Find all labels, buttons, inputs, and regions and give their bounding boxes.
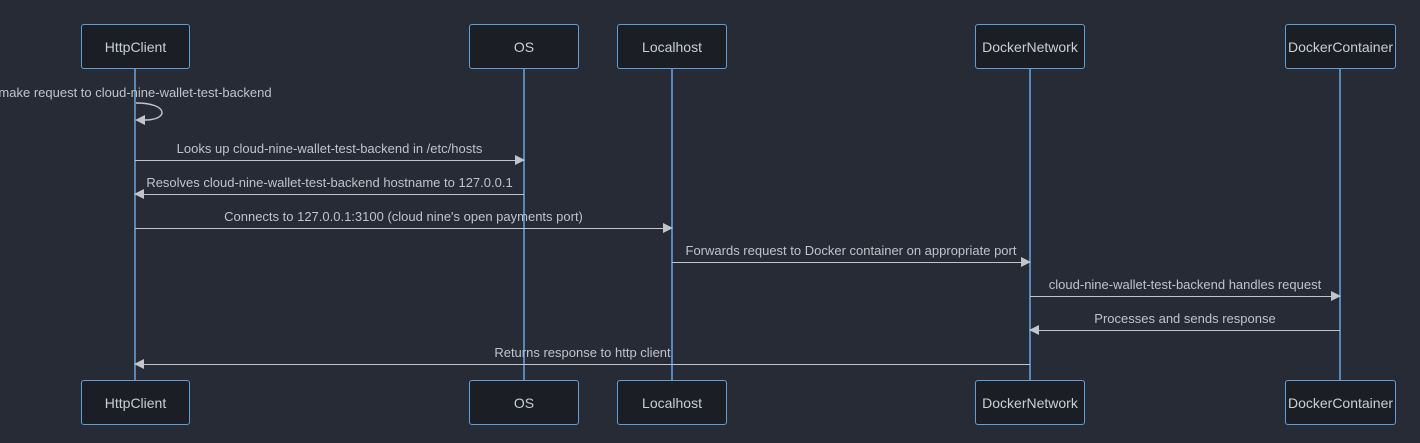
- self-loop-arrow: [135, 102, 163, 125]
- message-label-returns-response: Returns response to http client: [494, 345, 671, 360]
- arrowhead-icon: [1331, 291, 1341, 302]
- lifeline-os: [523, 69, 525, 382]
- actor-label: Localhost: [642, 38, 702, 55]
- actor-label: HttpClient: [104, 394, 167, 411]
- actor-localhost-bottom: Localhost: [617, 380, 727, 425]
- actor-dockercontainer-bottom: DockerContainer: [1285, 380, 1396, 425]
- lifeline-httpclient: [134, 69, 136, 382]
- lifeline-dockercontainer: [1339, 69, 1341, 382]
- arrowhead-icon: [1021, 257, 1031, 268]
- actor-label: Localhost: [642, 394, 702, 411]
- actor-label: DockerNetwork: [982, 394, 1078, 411]
- message-label-connects-port: Connects to 127.0.0.1:3100 (cloud nine's…: [224, 209, 583, 224]
- arrowhead-icon: [515, 155, 525, 166]
- message-arrow-lookup-hosts: [135, 155, 525, 166]
- arrowhead-icon: [134, 359, 144, 370]
- arrowhead-icon: [134, 189, 144, 200]
- arrowhead-icon: [1029, 325, 1039, 336]
- lifeline-dockernetwork: [1029, 69, 1031, 382]
- actor-localhost-top: Localhost: [617, 24, 727, 69]
- actor-label: OS: [513, 394, 535, 411]
- message-label-lookup-hosts: Looks up cloud-nine-wallet-test-backend …: [176, 141, 483, 156]
- message-arrow-forwards-request: [672, 257, 1031, 268]
- actor-dockernetwork-top: DockerNetwork: [975, 24, 1085, 69]
- message-arrow-handles-request: [1030, 291, 1341, 302]
- message-label-resolves-hostname: Resolves cloud-nine-wallet-test-backend …: [146, 175, 513, 190]
- message-label-forwards-request: Forwards request to Docker container on …: [685, 243, 1017, 258]
- arrowhead-icon: [663, 223, 673, 234]
- actor-dockercontainer-top: DockerContainer: [1285, 24, 1396, 69]
- message-arrow-resolves-hostname: [134, 189, 524, 200]
- actor-label: OS: [513, 38, 535, 55]
- message-arrow-processes-response: [1029, 325, 1340, 336]
- message-arrow-returns-response: [134, 359, 1030, 370]
- message-arrow-connects-port: [135, 223, 673, 234]
- actor-os-top: OS: [469, 24, 579, 69]
- actor-label: DockerNetwork: [982, 38, 1078, 55]
- message-label-handles-request: cloud-nine-wallet-test-backend handles r…: [1048, 277, 1322, 292]
- actor-os-bottom: OS: [469, 380, 579, 425]
- message-label-self-request: make request to cloud-nine-wallet-test-b…: [0, 85, 272, 100]
- actor-httpclient-top: HttpClient: [81, 24, 190, 69]
- actor-dockernetwork-bottom: DockerNetwork: [975, 380, 1085, 425]
- actor-label: HttpClient: [104, 38, 167, 55]
- actor-label: DockerContainer: [1287, 394, 1394, 411]
- message-label-processes-response: Processes and sends response: [1094, 311, 1276, 326]
- actor-httpclient-bottom: HttpClient: [81, 380, 190, 425]
- actor-label: DockerContainer: [1287, 38, 1394, 55]
